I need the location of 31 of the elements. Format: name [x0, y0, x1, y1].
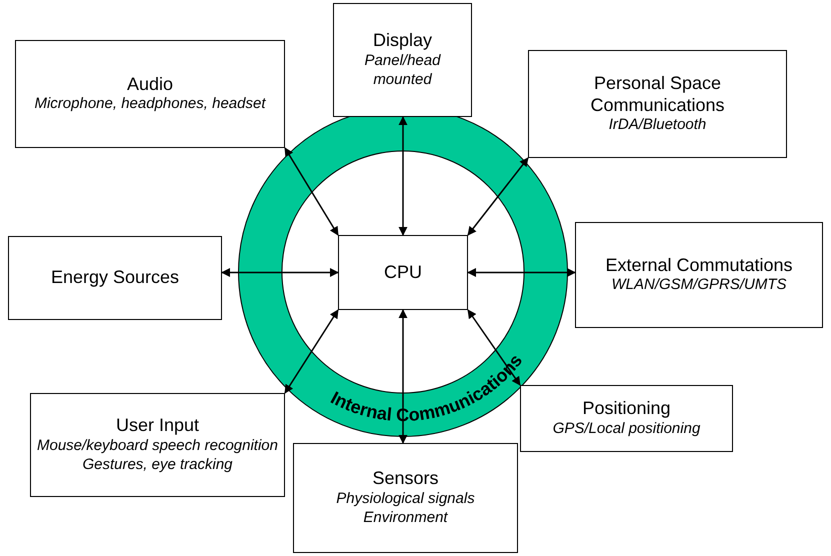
box-subtitle: Mouse/keyboard speech recognition Gestures, eye tracking	[37, 437, 278, 475]
double-arrow	[284, 147, 339, 236]
box-title: Audio	[126, 74, 174, 96]
component-box	[15, 40, 285, 148]
double-arrow	[221, 268, 339, 277]
box-subtitle: GPS/Local positioning	[552, 420, 700, 439]
box-subtitle: WLAN/GSM/GPRS/UMTS	[611, 276, 786, 296]
box-subtitle: Physiological signals Environment	[335, 490, 476, 528]
double-arrow	[284, 309, 339, 394]
double-arrow	[467, 268, 576, 277]
cpu-box	[338, 235, 468, 310]
component-box	[30, 393, 285, 497]
box-subtitle: Panel/head mounted	[364, 52, 442, 90]
double-arrow	[467, 157, 529, 236]
box-title: Energy Sources	[50, 267, 180, 289]
component-box	[333, 3, 472, 117]
component-box	[528, 50, 787, 158]
component-box	[8, 236, 222, 320]
box-title: CPU	[384, 262, 422, 284]
box-subtitle: Microphone, headphones, headset	[34, 95, 266, 114]
box-subtitle: IrDA/Bluetooth	[608, 116, 706, 135]
box-title: Positioning	[582, 398, 671, 420]
double-arrow	[398, 116, 408, 236]
component-box	[575, 222, 823, 328]
box-title: User Input	[116, 415, 200, 438]
box-title: Personal Space Communications	[589, 73, 726, 116]
component-box	[293, 443, 518, 553]
box-title: Sensors	[372, 468, 439, 490]
box-title: Display	[372, 30, 432, 52]
component-box	[520, 385, 733, 452]
box-title: External Commutations	[605, 254, 793, 276]
